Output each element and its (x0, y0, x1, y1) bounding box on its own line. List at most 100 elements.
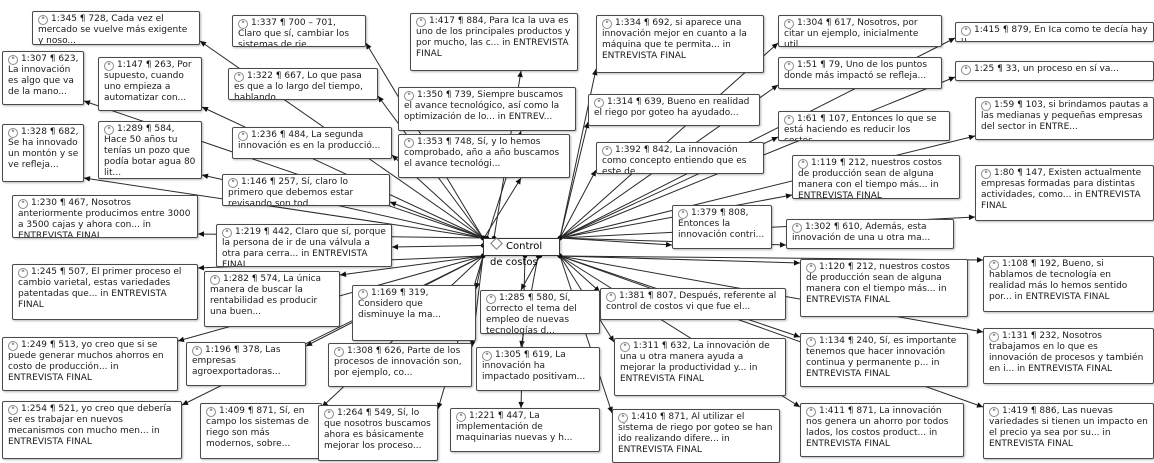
quotation-text: 1:146 ¶ 257, Sí, claro lo primero que de… (228, 177, 354, 206)
quotation-node[interactable]: ❝1:302 ¶ 610, Además, esta innovación de… (786, 219, 954, 249)
quotation-node[interactable]: ❝1:381 ¶ 807, Después, referente al cont… (600, 288, 786, 320)
quotation-text: 1:353 ¶ 748, Sí, y lo hemos comprobado, … (404, 137, 560, 169)
quotation-node[interactable]: ❝1:147 ¶ 263, Por supuesto, cuando uno e… (98, 57, 202, 111)
quotation-icon: ❝ (104, 125, 114, 135)
link-arrowhead (968, 214, 975, 221)
quotation-node[interactable]: ❝1:411 ¶ 871, La innovación nos genera u… (800, 403, 964, 457)
quotation-icon: ❝ (620, 342, 630, 352)
quotation-node[interactable]: ❝1:59 ¶ 103, si brindamos pautas a las m… (975, 97, 1154, 140)
quotation-node[interactable]: ❝1:25 ¶ 33, un proceso en sí va... (955, 61, 1154, 81)
quotation-node[interactable]: ❝1:108 ¶ 192, Bueno, si hablamos de tecn… (983, 256, 1154, 312)
quotation-node[interactable]: ❝1:308 ¶ 626, Parte de los procesos de i… (328, 343, 472, 387)
quotation-node[interactable]: ❝1:311 ¶ 632, La innovación de una u otr… (614, 338, 786, 396)
link-line (83, 177, 484, 239)
quotation-node[interactable]: ❝1:345 ¶ 728, Cada vez el mercado se vue… (32, 11, 200, 45)
quotation-text: 1:409 ¶ 871, Sí, en campo los sistemas d… (206, 406, 309, 449)
link-arrowhead (518, 401, 524, 408)
link-arrowhead (390, 201, 397, 207)
quotation-node[interactable]: ❝1:221 ¶ 447, La implementación de maqui… (450, 408, 600, 452)
quotation-node[interactable]: ❝1:409 ¶ 871, Sí, en campo los sistemas … (200, 403, 322, 459)
quotation-node[interactable]: ❝1:282 ¶ 574, La única manera de buscar … (204, 271, 340, 327)
link-arrowhead (793, 260, 800, 266)
quotation-text: 1:221 ¶ 447, La implementación de maquin… (456, 411, 573, 443)
quotation-node[interactable]: ❝1:131 ¶ 232, Nosotros trabajamos en lo … (983, 328, 1154, 384)
quotation-icon: ❝ (486, 294, 496, 304)
quotation-node[interactable]: ❝1:80 ¶ 147, Existen actualmente empresa… (975, 165, 1154, 221)
quotation-node[interactable]: ❝1:254 ¶ 521, yo creo que debería ser es… (2, 401, 182, 459)
quotation-icon: ❝ (806, 337, 816, 347)
quotation-node[interactable]: ❝1:134 ¶ 240, Sí, es importante tenemos … (800, 333, 968, 387)
quotation-icon: ❝ (678, 209, 688, 219)
quotation-text: 1:219 ¶ 442, Claro que sí, porque la per… (222, 227, 386, 267)
quotation-node[interactable]: ❝1:334 ¶ 692, si aparece una innovación … (596, 15, 764, 73)
quotation-node[interactable]: ❝1:249 ¶ 513, yo creo que si se puede ge… (2, 337, 178, 391)
quotation-node[interactable]: ❝1:119 ¶ 212, nuestros costos de producc… (792, 155, 960, 199)
quotation-icon: ❝ (482, 351, 492, 361)
quotation-node[interactable]: ❝1:379 ¶ 808, Entonces la innovación con… (672, 205, 772, 249)
quotation-node[interactable]: ❝1:307 ¶ 623, La innovación es algo que … (2, 51, 84, 105)
link-arrowhead (785, 193, 792, 199)
quotation-node[interactable]: ❝1:419 ¶ 886, Las nuevas variedades si t… (983, 403, 1154, 459)
link-arrowhead (521, 283, 527, 290)
link-line (559, 135, 976, 239)
quotation-node[interactable]: ❝1:353 ¶ 748, Sí, y lo hemos comprobado,… (398, 134, 570, 178)
quotation-node[interactable]: ❝1:285 ¶ 580, Sí, correcto el tema del e… (480, 290, 600, 334)
quotation-node[interactable]: ❝1:120 ¶ 212, nuestros costos de producc… (800, 259, 968, 317)
quotation-node[interactable]: ❝1:417 ¶ 884, Para Ica la uva es uno de … (410, 13, 578, 71)
quotation-text: 1:131 ¶ 232, Nosotros trabajamos en lo q… (989, 331, 1144, 374)
quotation-node[interactable]: ❝1:51 ¶ 79, Uno de los puntos donde más … (778, 57, 942, 89)
quotation-text: 1:311 ¶ 632, La innovación de una u otra… (620, 341, 770, 384)
quotation-node[interactable]: ❝1:305 ¶ 619, La innovación ha impactado… (476, 347, 600, 391)
link-line (559, 255, 801, 264)
quotation-node[interactable]: ❝1:236 ¶ 484, La segunda innovación es e… (232, 127, 392, 159)
link-line (483, 177, 522, 239)
quotation-node[interactable]: ❝1:415 ¶ 879, En Ica como te decía hay u… (955, 22, 1154, 42)
link-arrowhead (198, 231, 205, 237)
quotation-node[interactable]: ❝1:392 ¶ 842, La innovación como concept… (596, 142, 764, 174)
quotation-node[interactable]: ❝1:219 ¶ 442, Claro que sí, porque la pe… (216, 224, 392, 267)
quotation-node[interactable]: ❝1:245 ¶ 507, El primer proceso el cambi… (12, 264, 198, 320)
quotation-icon: ❝ (8, 341, 18, 351)
center-code-node[interactable]: Control de costos (483, 237, 560, 268)
quotation-text: 1:337 ¶ 700 – 701, Claro que sí, cambiar… (238, 18, 350, 47)
quotation-node[interactable]: ❝1:196 ¶ 378, Las empresas agroexportado… (186, 342, 306, 386)
quotation-node[interactable]: ❝1:328 ¶ 682, Se ha innovado un montón y… (2, 124, 84, 182)
quotation-node[interactable]: ❝1:410 ¶ 871, Al utilizar el sistema de … (612, 409, 780, 463)
quotation-icon: ❝ (228, 178, 238, 188)
quotation-node[interactable]: ❝1:289 ¶ 584, Hace 50 años tu tenías un … (98, 121, 202, 179)
quotation-node[interactable]: ❝1:169 ¶ 319, Considero que disminuye la… (352, 285, 476, 341)
quotation-text: 1:345 ¶ 728, Cada vez el mercado se vuel… (38, 14, 188, 45)
quotation-node[interactable]: ❝1:230 ¶ 467, Nosotros anteriormente pro… (12, 195, 198, 238)
quotation-icon: ❝ (416, 17, 426, 27)
link-arrowhead (202, 173, 209, 180)
quotation-node[interactable]: ❝1:146 ¶ 257, Sí, claro lo primero que d… (222, 174, 390, 206)
quotation-node[interactable]: ❝1:350 ¶ 739, Siempre buscamos el avance… (398, 87, 576, 131)
quotation-icon: ❝ (234, 72, 244, 82)
quotation-node[interactable]: ❝1:264 ¶ 549, Sí, lo que nosotros buscam… (318, 405, 438, 461)
quotation-icon: ❝ (784, 115, 794, 125)
quotation-icon: ❝ (404, 91, 414, 101)
quotation-icon: ❝ (961, 65, 971, 75)
quotation-icon: ❝ (210, 275, 220, 285)
link-arrowhead (948, 38, 955, 44)
link-line (389, 201, 484, 239)
quotation-icon: ❝ (358, 289, 368, 299)
quotation-text: 1:119 ¶ 212, nuestros costos de producci… (798, 158, 942, 199)
quotation-node[interactable]: ❝1:304 ¶ 617, Nosotros, por citar un eje… (778, 15, 942, 47)
quotation-node[interactable]: ❝1:337 ¶ 700 – 701, Claro que sí, cambia… (232, 15, 366, 47)
quotation-node[interactable]: ❝1:322 ¶ 667, Lo que pasa es que a lo la… (228, 68, 378, 100)
quotation-text: 1:264 ¶ 549, Sí, lo que nosotros buscamo… (324, 408, 431, 451)
quotation-icon: ❝ (989, 407, 999, 417)
link-arrowhead (583, 122, 590, 129)
quotation-node[interactable]: ❝1:314 ¶ 639, Bueno en realidad el riego… (588, 94, 760, 126)
quotation-node[interactable]: ❝1:61 ¶ 107, Entonces lo que se está hac… (778, 111, 950, 141)
code-diamond-icon (490, 237, 503, 250)
quotation-text: 1:196 ¶ 378, Las empresas agroexportador… (192, 345, 281, 377)
link-arrowhead (608, 335, 614, 342)
link-arrowhead (306, 340, 313, 346)
quotation-icon: ❝ (238, 131, 248, 141)
quotation-icon: ❝ (981, 169, 991, 179)
quotation-icon: ❝ (324, 409, 334, 419)
quotation-text: 1:328 ¶ 682, Se ha innovado un montón y … (8, 127, 79, 170)
